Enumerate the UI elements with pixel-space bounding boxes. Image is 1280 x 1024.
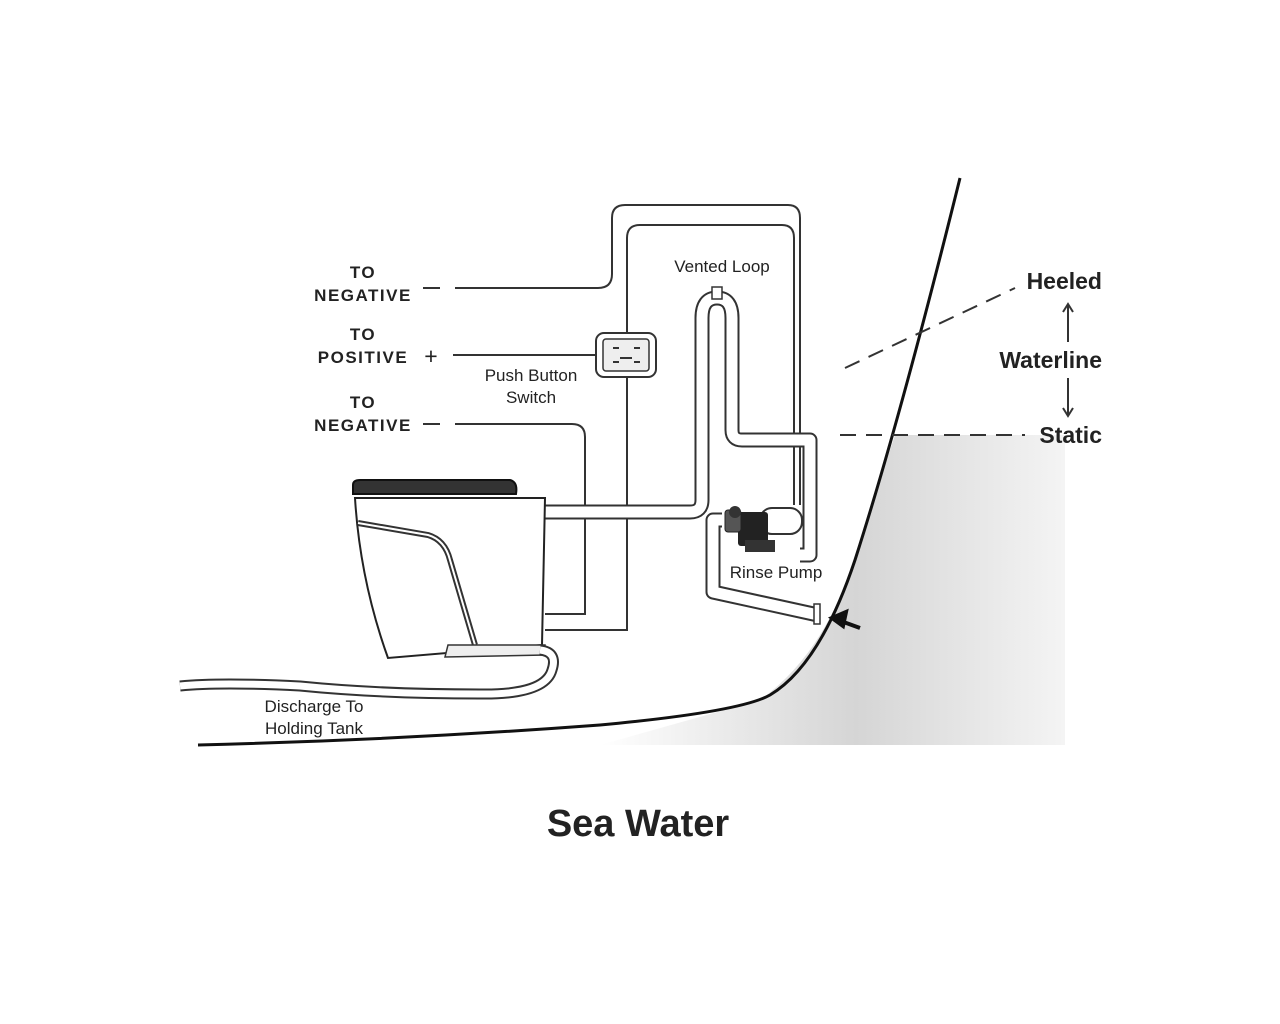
- vented-loop-label: Vented Loop: [674, 257, 769, 276]
- sea-water-shade: [600, 435, 1065, 745]
- diagram-title: Sea Water: [547, 803, 730, 845]
- heeled-label: Heeled: [1027, 268, 1102, 294]
- to-negative-top-label-2: NEGATIVE: [314, 286, 412, 305]
- hull-line: [197, 177, 962, 747]
- positive-symbol: +: [424, 343, 437, 369]
- thru-hull-fitting: [813, 603, 821, 625]
- negative-wire-bottom: [455, 423, 586, 615]
- arrow-up-icon: [1062, 302, 1074, 342]
- to-positive-label-2: POSITIVE: [318, 348, 408, 367]
- waterline-label: Waterline: [999, 347, 1102, 373]
- to-positive-label-1: TO: [350, 325, 376, 344]
- rinse-pump: [724, 506, 803, 552]
- push-button-switch: [595, 332, 657, 378]
- wire-inner: [545, 224, 795, 631]
- to-negative-bottom-label-2: NEGATIVE: [314, 416, 412, 435]
- rinse-pump-label: Rinse Pump: [730, 563, 823, 582]
- vented-loop-valve: [711, 286, 723, 300]
- arrow-down-icon: [1062, 378, 1074, 418]
- toilet: [352, 479, 547, 660]
- to-negative-bottom-label-1: TO: [350, 393, 376, 412]
- intake-arrow-icon: [827, 608, 861, 630]
- discharge-label-2: Holding Tank: [265, 719, 363, 738]
- push-button-switch-label-2: Switch: [506, 388, 556, 407]
- negative-wire-top: [455, 204, 801, 505]
- heeled-line: [844, 287, 1016, 369]
- static-label: Static: [1039, 422, 1102, 448]
- push-button-switch-label-1: Push Button: [485, 366, 578, 385]
- to-negative-top-label-1: TO: [350, 263, 376, 282]
- discharge-label-1: Discharge To: [265, 697, 364, 716]
